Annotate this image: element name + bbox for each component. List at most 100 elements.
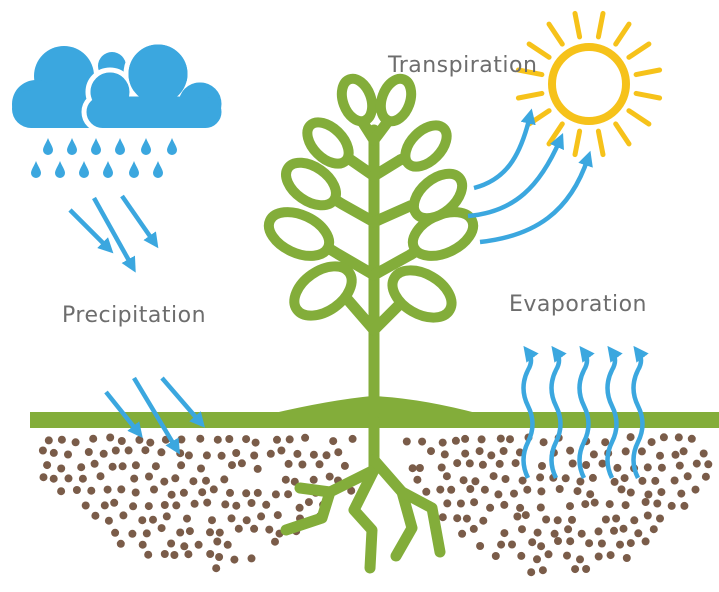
soil-dot [610,526,618,535]
soil-dot [57,435,66,444]
evaporation-label: Evaporation [509,292,647,317]
soil-dot [265,525,274,534]
soil-dot [103,485,112,494]
soil-dot [141,446,150,455]
soil-dot [247,499,256,507]
soil-dot [124,446,133,455]
soil-dot [87,486,96,495]
soil-dot [621,447,630,456]
soil-dot [453,459,462,468]
soil-dot [510,489,518,498]
soil-dot [293,449,302,458]
soil-dot [571,565,580,574]
soil-dot [262,500,271,509]
soil-dot [443,499,452,508]
soil-dot [213,537,222,546]
precipitation-arrows-upper [68,194,159,273]
transpiration-label: Transpiration [388,53,538,78]
soil-dot [550,529,559,538]
soil-dot [691,485,700,494]
soil-dot [527,568,536,577]
soil-dot [701,472,710,481]
soil-dot [586,490,595,499]
soil-dot [171,474,180,483]
raindrop [141,138,151,155]
soil-dot [679,447,688,456]
soil-dot [176,449,185,458]
soil-dot [568,459,577,468]
soil-dot [518,476,527,485]
raindrop [55,161,65,178]
soil-dot [553,516,562,525]
soil-dot [491,552,500,560]
soil-dot [116,539,125,548]
soil-dot [516,503,525,512]
sun-ray [595,10,606,40]
soil-dot [202,451,211,460]
soil-dot [451,436,460,445]
soil-dot [440,450,449,459]
soil-dot [402,437,411,446]
soil-dot [131,461,140,470]
soil-dot [322,451,331,460]
soil-dot [638,476,647,485]
soil-dot [334,448,343,457]
soil-dot [118,462,127,471]
soil-dot [81,501,90,510]
soil-dot [253,488,262,497]
soil-dot [71,438,80,447]
soil-dot [301,433,310,442]
soil-dot [184,550,193,559]
soil-dot [538,566,547,575]
soil-dot [180,542,189,551]
soil-dot [89,434,98,443]
soil-dot [242,516,251,525]
soil-dot [117,485,126,494]
soil-dot [561,474,570,483]
soil-dot [478,460,487,469]
soil-dot [172,501,181,510]
soil-dot [659,433,668,442]
soil-dot [215,528,224,537]
soil-dot [496,434,505,443]
soil-dot [250,451,259,460]
soil-dot [564,525,573,534]
soil-dot [476,542,485,550]
soil-dot [418,437,427,446]
soil-dot [348,434,357,443]
sun-ray [595,128,606,158]
soil-dot [653,499,662,508]
raindrop [129,161,139,178]
soil-dot [438,438,447,447]
soil-dot [131,488,140,497]
soil-dot [477,435,486,444]
soil-dot [281,475,290,484]
soil-dot [167,539,176,548]
soil-dot [462,514,471,523]
soil-dot [585,539,594,548]
raindrop [91,138,101,155]
soil-dot [601,438,610,447]
soil-dot [408,464,417,473]
soil-dot [220,475,229,484]
sun-ray [572,128,583,158]
soil-dot [594,552,603,561]
raindrop [67,138,77,155]
soil-dot [453,514,462,523]
soil-dot [589,450,598,459]
soil-dot [227,514,236,523]
soil-dot [590,498,599,507]
soil-dot [511,459,520,468]
soil-dot [581,500,590,509]
soil-dot [588,473,597,482]
soil-dot [117,437,126,445]
soil-dot [427,447,435,456]
soil-dot [601,515,610,524]
soil-dot [566,446,575,455]
soil-dot [436,485,445,494]
soil-dot [480,485,489,494]
raindrop [43,138,53,155]
soil-dot [185,527,194,536]
soil-dot [215,553,224,561]
